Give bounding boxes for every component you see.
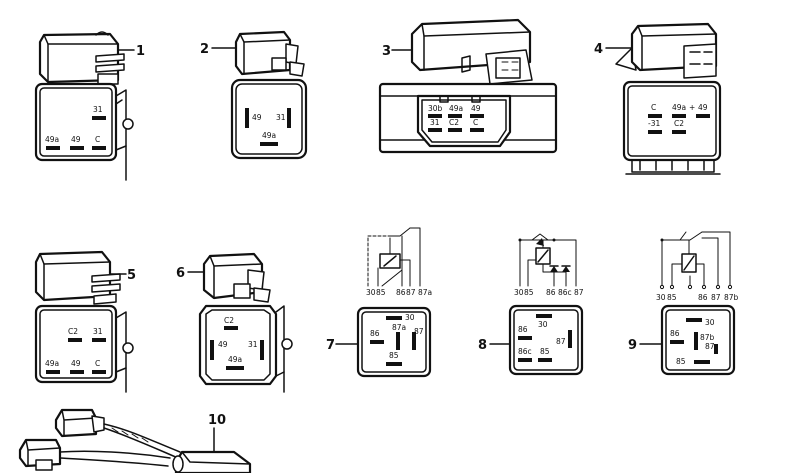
part-7-terminal-85: 85 (376, 288, 386, 297)
part-8-terminal-86: 86 (546, 288, 556, 297)
part-5-face: C2 31 49a 49 C (34, 304, 134, 393)
part-8-schematic: 30 85 86 86c 87 (514, 233, 584, 297)
part-3-face: 30b 49a 49 31 C2 C (378, 82, 558, 154)
part-4: 4 C 49a + 49 -31 C2 (594, 22, 722, 175)
part-3-housing (410, 18, 533, 85)
part-3: 3 30b 49a 49 31 C2 C (378, 18, 558, 154)
part-6-pin-49a: 49a (228, 355, 242, 364)
part-4-pin-c: C (651, 103, 656, 112)
part-2-number: 2 (200, 42, 209, 57)
part-1-pin-49a: 49a (45, 135, 59, 144)
part-10-harness (18, 408, 252, 473)
part-4-pin-49: 49 (698, 103, 708, 112)
part-8-face: 30 86 87 86c 85 (508, 304, 584, 376)
part-6-pin-31: 31 (248, 340, 258, 349)
part-7-schematic: 30 85 86 87 87a (366, 227, 432, 297)
part-1-housing (38, 31, 125, 85)
part-4-pin-49a: 49a (672, 103, 686, 112)
part-6-face: C2 49 31 49a (198, 304, 293, 393)
part-6-pin-49: 49 (218, 340, 228, 349)
part-1-number: 1 (136, 44, 145, 59)
part-5-pin-49: 49 (71, 359, 81, 368)
part-3-pin-c2: C2 (449, 118, 459, 127)
part-2: 2 49 31 49a (200, 30, 308, 160)
part-7-pin-87: 87 (414, 327, 424, 336)
part-9-number: 9 (628, 338, 637, 353)
part-4-pin-c2: C2 (674, 119, 684, 128)
part-8-terminal-87: 87 (574, 288, 584, 297)
part-9: 30 85 86 87 87b 9 30 86 87b 87 85 (628, 231, 739, 376)
part-3-pin-31: 31 (430, 118, 440, 127)
part-3-number: 3 (382, 44, 391, 59)
part-3-pin-49: 49 (471, 104, 481, 113)
part-2-pin-31: 31 (276, 113, 286, 122)
part-5-pin-49a: 49a (45, 359, 59, 368)
part-9-pin-30: 30 (705, 318, 715, 327)
part-8: 30 85 86 86c 87 8 30 86 87 86c 85 (478, 233, 584, 376)
part-9-terminal-86: 86 (698, 293, 708, 302)
part-1-face: 31 49a 49 C (34, 82, 134, 181)
part-7-terminal-87a: 87a (418, 288, 432, 297)
part-2-face: 49 31 49a (230, 78, 308, 160)
part-9-pin-87b: 87b (700, 333, 715, 342)
part-6: 6 C2 49 31 49a (176, 252, 293, 393)
part-1: 1 31 49a 49 C (34, 31, 145, 181)
part-4-face: C 49a + 49 -31 C2 (622, 80, 722, 175)
part-8-pin-87: 87 (556, 337, 566, 346)
part-9-terminal-85: 85 (667, 293, 677, 302)
part-5-housing (34, 250, 121, 305)
part-5: 5 C2 31 49a 49 C (34, 250, 136, 393)
part-9-face: 30 86 87b 87 85 (660, 304, 736, 376)
part-8-pin-85: 85 (540, 347, 550, 356)
part-10: 10 (18, 408, 252, 473)
part-9-terminal-30: 30 (656, 293, 666, 302)
part-7-face: 30 86 87a 87 85 (356, 306, 432, 378)
part-8-terminal-86c: 86c (558, 288, 572, 297)
part-5-pin-c2: C2 (68, 327, 78, 336)
part-2-housing (234, 30, 305, 77)
part-5-pin-c: C (95, 359, 100, 368)
part-4-pin-minus31: -31 (648, 119, 660, 128)
part-3-pin-49a: 49a (449, 104, 463, 113)
part-8-pin-86: 86 (518, 325, 528, 334)
part-3-pin-c: C (473, 118, 478, 127)
part-8-terminal-85: 85 (524, 288, 534, 297)
part-9-terminal-87b: 87b (724, 293, 739, 302)
part-7-pin-85: 85 (389, 351, 399, 360)
part-7-terminal-30: 30 (366, 288, 376, 297)
part-4-housing (615, 22, 718, 79)
part-5-number: 5 (127, 268, 136, 283)
part-9-pin-85: 85 (676, 357, 686, 366)
part-4-pin-plus: + (689, 103, 695, 112)
part-1-pin-c: C (95, 135, 100, 144)
part-8-number: 8 (478, 338, 487, 353)
part-8-pin-86c: 86c (518, 347, 532, 356)
part-6-number: 6 (176, 266, 185, 281)
part-8-pin-30: 30 (538, 320, 548, 329)
part-10-number: 10 (208, 413, 226, 428)
part-7-number: 7 (326, 338, 335, 353)
part-2-pin-49a: 49a (262, 131, 276, 140)
part-7-terminal-87: 87 (406, 288, 416, 297)
part-1-pin-49: 49 (71, 135, 81, 144)
part-9-pin-86: 86 (670, 329, 680, 338)
part-7: 30 85 86 87 87a 7 30 86 87a 87 85 (326, 227, 432, 378)
part-9-terminal-87: 87 (711, 293, 721, 302)
part-7-pin-86: 86 (370, 329, 380, 338)
part-1-pin-31: 31 (93, 105, 103, 114)
part-9-schematic: 30 85 86 87 87b (656, 231, 739, 302)
part-9-pin-87: 87 (705, 342, 715, 351)
part-4-number: 4 (594, 42, 603, 57)
part-3-pin-30b: 30b (428, 104, 443, 113)
part-5-pin-31: 31 (93, 327, 103, 336)
part-6-housing (202, 252, 271, 303)
part-8-terminal-30: 30 (514, 288, 524, 297)
part-7-pin-30: 30 (405, 313, 415, 322)
part-7-terminal-86: 86 (396, 288, 406, 297)
part-6-pin-c2: C2 (224, 316, 234, 325)
part-7-pin-87a: 87a (392, 323, 406, 332)
part-2-pin-49: 49 (252, 113, 262, 122)
